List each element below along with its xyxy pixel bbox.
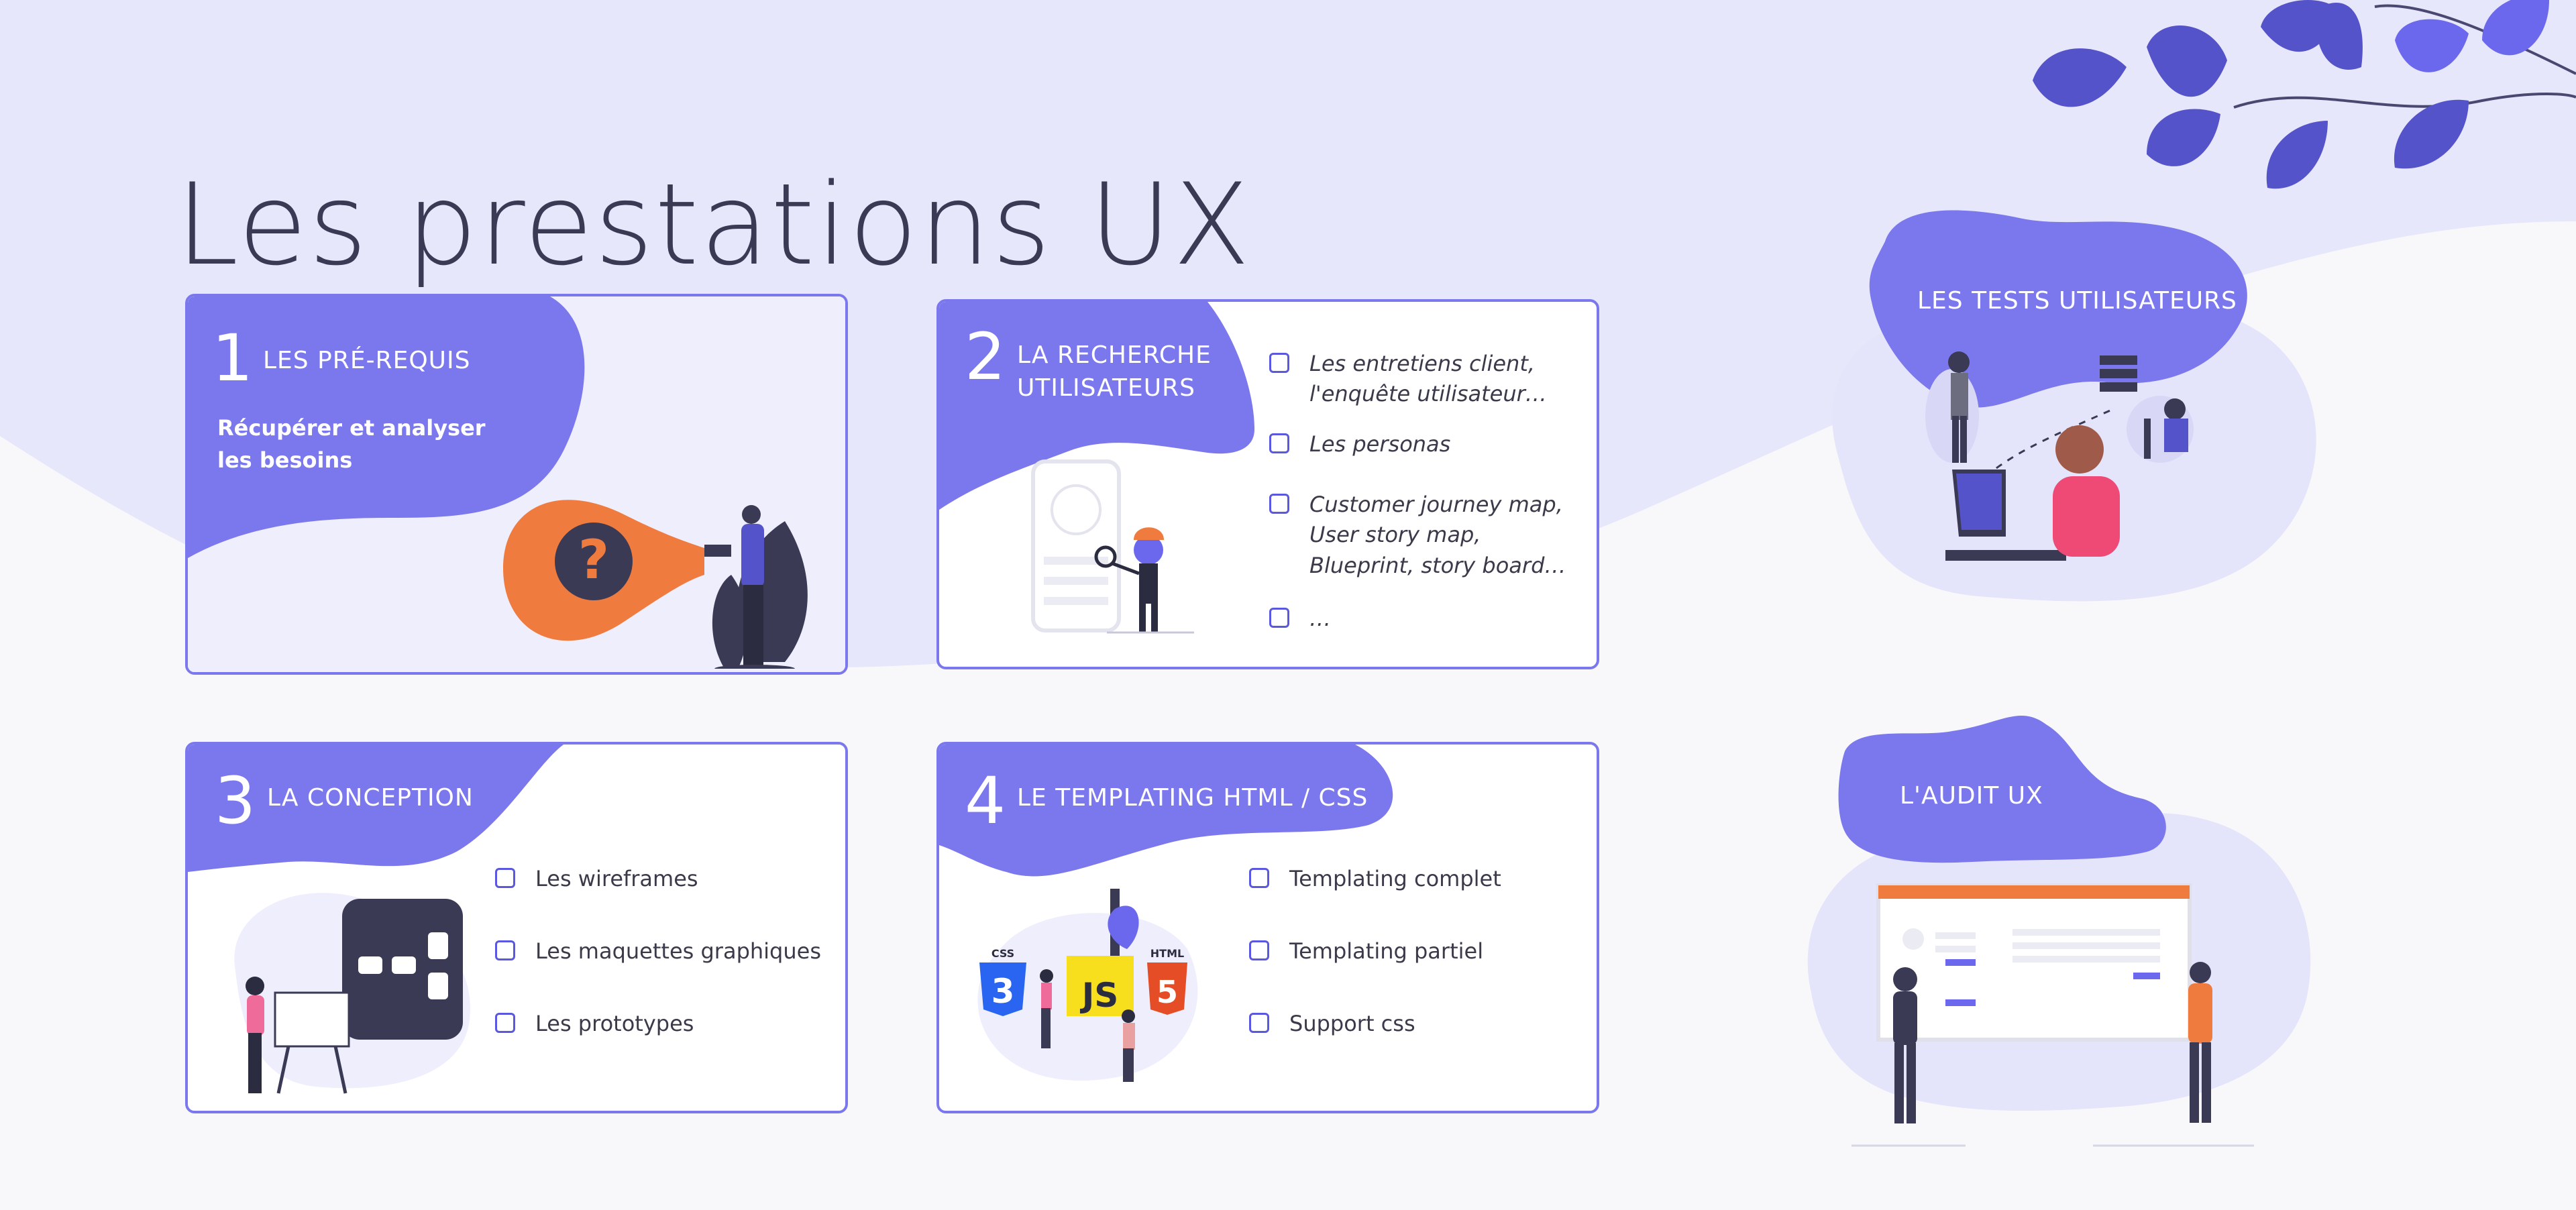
- checkbox[interactable]: [1269, 494, 1289, 514]
- card-recherche: 2 LA RECHERCHE UTILISATEURS Les entretie…: [936, 299, 1599, 669]
- list-item: Les wireframes: [495, 864, 830, 936]
- checkbox[interactable]: [1249, 1013, 1269, 1033]
- list-item: Customer journey map, User story map, Bl…: [1269, 490, 1578, 604]
- list-item: Les entretiens client, l'enquête utilisa…: [1269, 349, 1578, 429]
- list-item: Les maquettes graphiques: [495, 936, 830, 1009]
- card-title: LA RECHERCHE UTILISATEURS: [1017, 341, 1212, 402]
- svg-text:5: 5: [1157, 974, 1178, 1010]
- list-item: Templating partiel: [1249, 936, 1585, 1009]
- leaf-branch-decoration: [2033, 0, 2576, 189]
- html-css-js-logos-illustration: CSS 3 JS HTML 5: [977, 889, 1198, 1082]
- list-item: Templating complet: [1249, 864, 1585, 936]
- templating-checklist: Templating complet Templating partiel Su…: [1249, 864, 1585, 1039]
- svg-text:HTML: HTML: [1150, 947, 1184, 960]
- checkbox[interactable]: [1269, 608, 1289, 628]
- card-title: LE TEMPLATING HTML / CSS: [1017, 784, 1368, 812]
- checkbox[interactable]: [1269, 353, 1289, 373]
- card-header-blob: [188, 745, 564, 872]
- list-item: Les personas: [1269, 429, 1578, 490]
- list-item-label: …: [1309, 606, 1331, 631]
- section-label-user-testing: LES TESTS UTILISATEURS: [1917, 287, 2237, 315]
- ux-audit-board-illustration: [1851, 883, 2254, 1147]
- list-item-label: Templating complet: [1289, 866, 1501, 891]
- card-conception: 3 LA CONCEPTION Les wireframes Les maque…: [185, 742, 848, 1113]
- checkbox[interactable]: [1269, 433, 1289, 453]
- checkbox[interactable]: [495, 1013, 515, 1033]
- woman-with-megaphone-question-illustration: ?: [503, 500, 808, 669]
- card-title: LES PRÉ-REQUIS: [263, 347, 471, 374]
- card-number: 2: [965, 319, 1006, 394]
- list-item: …: [1269, 604, 1578, 634]
- svg-text:CSS: CSS: [991, 947, 1014, 960]
- checkbox[interactable]: [1249, 868, 1269, 888]
- wireframe-tablet-illustration: [234, 893, 470, 1094]
- svg-text:3: 3: [991, 972, 1015, 1011]
- phone-magnifier-illustration: [1031, 459, 1194, 634]
- list-item-label: Les prototypes: [535, 1011, 694, 1036]
- card-header-blob: [939, 302, 1254, 510]
- section-label-ux-audit: L'AUDIT UX: [1900, 782, 2043, 810]
- page-title: Les prestations UX: [176, 158, 1252, 290]
- list-item-label: Customer journey map, User story map, Bl…: [1309, 492, 1566, 578]
- conception-checklist: Les wireframes Les maquettes graphiques …: [495, 864, 830, 1039]
- card-number: 3: [215, 763, 256, 838]
- card-number: 4: [965, 763, 1006, 838]
- list-item-label: Les maquettes graphiques: [535, 938, 821, 964]
- user-testing-illustration: [1925, 351, 2194, 561]
- card-subtitle: Récupérer et analyser les besoins: [217, 415, 486, 473]
- list-item-label: Les wireframes: [535, 866, 698, 891]
- card-prerequis: 1 LES PRÉ-REQUIS Récupérer et analyser l…: [185, 294, 848, 675]
- list-item-label: Support css: [1289, 1011, 1415, 1036]
- checkbox[interactable]: [495, 940, 515, 960]
- checkbox[interactable]: [1249, 940, 1269, 960]
- card-header-blob: [939, 745, 1393, 877]
- list-item: Support css: [1249, 1009, 1585, 1039]
- research-checklist: Les entretiens client, l'enquête utilisa…: [1269, 349, 1578, 634]
- card-title: LA CONCEPTION: [267, 784, 474, 812]
- list-item: Les prototypes: [495, 1009, 830, 1039]
- list-item-label: Les entretiens client, l'enquête utilisa…: [1309, 351, 1547, 407]
- list-item-label: Les personas: [1309, 431, 1451, 457]
- svg-text:JS: JS: [1080, 976, 1119, 1015]
- card-templating: 4 LE TEMPLATING HTML / CSS CSS 3 JS HTML…: [936, 742, 1599, 1113]
- card-number: 1: [212, 321, 254, 396]
- svg-text:?: ?: [578, 529, 609, 591]
- checkbox[interactable]: [495, 868, 515, 888]
- ux-audit-background-blob: [0, 0, 564, 429]
- list-item-label: Templating partiel: [1289, 938, 1484, 964]
